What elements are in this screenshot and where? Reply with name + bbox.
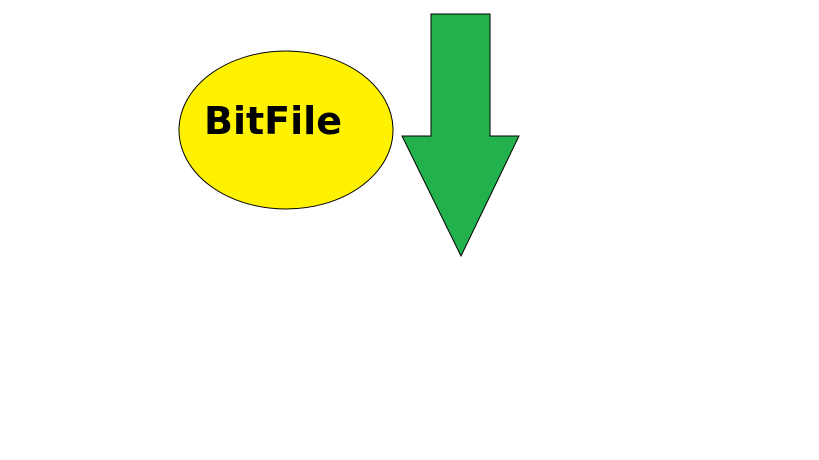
bitfile-label: BitFile bbox=[204, 99, 342, 143]
bitfile-ellipse bbox=[178, 50, 394, 210]
bitfile-ellipse-group: BitFile bbox=[178, 50, 394, 210]
arrow-down-icon bbox=[401, 13, 520, 258]
